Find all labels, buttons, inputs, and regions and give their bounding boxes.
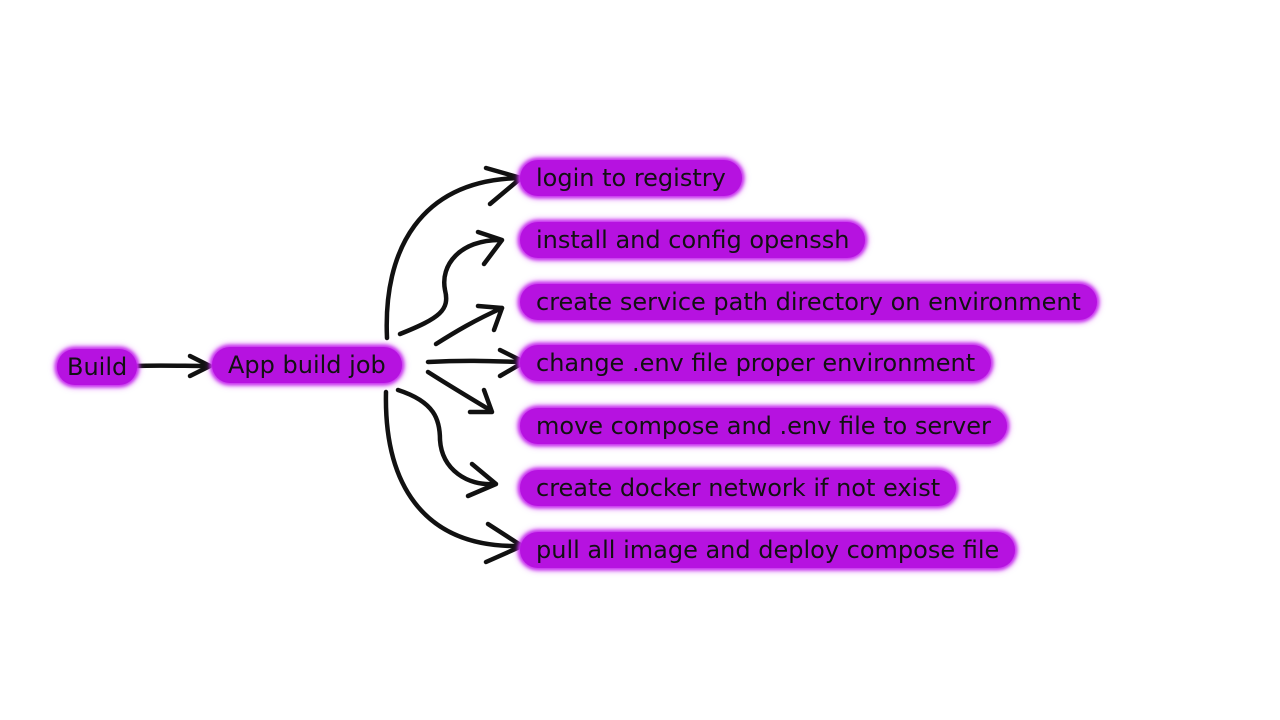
- step-create-service-path: create service path directory on environ…: [520, 284, 1097, 320]
- arrow-to-pull-and-deploy: [383, 389, 525, 565]
- step-move-compose: move compose and .env file to server: [520, 408, 1007, 444]
- step-pull-and-deploy: pull all image and deploy compose file: [520, 532, 1016, 568]
- arrow-to-install-openssh: [397, 229, 505, 337]
- arrow-to-create-docker-network: [395, 387, 499, 499]
- step-login-to-registry: login to registry: [520, 160, 742, 196]
- arrow-to-move-compose: [425, 369, 495, 415]
- step-create-docker-network: create docker network if not exist: [520, 470, 957, 506]
- step-install-openssh: install and config openssh: [520, 222, 866, 258]
- arrow-build-to-job: [132, 353, 213, 379]
- node-app-build-job: App build job: [212, 347, 402, 383]
- node-build: Build: [57, 349, 138, 385]
- arrow-to-create-service-path: [433, 303, 505, 347]
- arrow-to-change-env: [425, 347, 527, 379]
- step-change-env-file: change .env file proper environment: [520, 345, 992, 381]
